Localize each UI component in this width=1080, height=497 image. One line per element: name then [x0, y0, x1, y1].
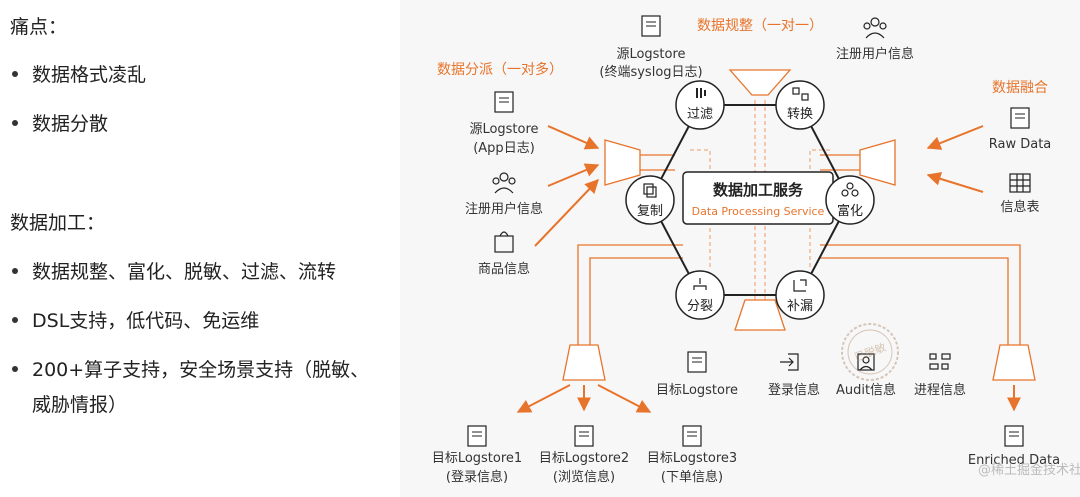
input-label: (App日志): [473, 141, 535, 156]
node-label: 分裂: [687, 299, 713, 314]
output-label: 目标Logstore: [656, 383, 738, 398]
enrich-icon: [841, 182, 859, 197]
login-output: 登录信息: [768, 353, 820, 398]
right-raw-input: Raw Data: [989, 107, 1052, 152]
login-icon: [780, 353, 799, 371]
users-icon: [863, 17, 887, 39]
node-copy: 复制: [625, 175, 675, 225]
target-2-output: 目标Logstore2 (浏览信息): [539, 425, 629, 485]
center-subtitle: Data Processing Service: [692, 205, 825, 218]
bullet-dot: [12, 366, 18, 372]
processing-item: DSL支持，低代码、免运维: [32, 310, 260, 332]
node-label: 富化: [837, 203, 863, 219]
top-users-input: 注册用户信息: [836, 17, 914, 62]
table-icon: [1009, 173, 1031, 193]
users-icon: [492, 172, 516, 194]
copy-icon: [643, 183, 657, 198]
pain-point-item: 数据格式凌乱: [32, 64, 147, 86]
split-icon: [693, 278, 707, 290]
watermark: @稀土掘金技术社区: [978, 462, 1080, 478]
output-label: 登录信息: [768, 382, 820, 398]
output-label: Enriched Data: [968, 453, 1060, 468]
bullet-dot: [12, 268, 18, 274]
arrows: [516, 125, 1021, 413]
input-label: 商品信息: [478, 261, 530, 277]
left-source-input: 源Logstore (App日志): [469, 91, 539, 156]
input-label: (终端syslog日志): [599, 64, 702, 80]
output-label: Audit信息: [836, 382, 896, 398]
header-distribute: 数据分派（一对多）: [437, 61, 563, 78]
node-fill: 补漏: [775, 270, 825, 320]
node-label: 补漏: [787, 298, 813, 314]
output-label: (登录信息): [446, 469, 508, 485]
node-split: 分裂: [675, 270, 725, 320]
left-panel: 痛点： 数据格式凌乱 数据分散 数据加工： 数据规整、富化、脱敏、过滤、流转 D…: [0, 0, 400, 497]
processing-title: 数据加工：: [10, 212, 106, 234]
enriched-output: Enriched Data: [968, 425, 1060, 468]
header-regulate: 数据规整（一对一）: [697, 18, 823, 34]
input-label: 源Logstore: [469, 122, 538, 137]
node-label: 复制: [637, 204, 663, 219]
node-label: 过滤: [687, 107, 713, 122]
node-transform: 转换: [775, 80, 825, 130]
output-label: 进程信息: [914, 382, 966, 398]
output-label: 目标Logstore3: [647, 451, 737, 466]
pain-points-title: 痛点：: [10, 16, 68, 38]
pain-point-item: 数据分散: [32, 113, 109, 135]
target-main-output: 目标Logstore: [656, 351, 738, 398]
left-goods-input: 商品信息: [478, 231, 530, 277]
target-3-output: 目标Logstore3 (下单信息): [647, 425, 737, 485]
bullet-dot: [12, 71, 18, 77]
processing-item: 200+算子支持，安全场景支持（脱敏、: [32, 359, 370, 381]
right-table-input: 信息表: [1000, 173, 1040, 215]
input-label: 注册用户信息: [836, 46, 914, 62]
audit-output: Audit信息: [836, 353, 896, 398]
process-icon: [929, 353, 951, 370]
processing-item: 威胁情报）: [32, 394, 128, 416]
data-processing-diagram: 数据加工服务 Data Processing Service 过滤 转换 复制 …: [432, 15, 1080, 485]
bullet-dot: [12, 317, 18, 323]
processing-item: 数据规整、富化、脱敏、过滤、流转: [32, 261, 337, 283]
left-users-input: 注册用户信息: [465, 172, 543, 217]
node-enrich: 富化: [825, 175, 875, 225]
output-label: (浏览信息): [553, 469, 615, 485]
stamp-text: 已脱敏: [852, 340, 888, 364]
desensitized-stamp: 已脱敏: [841, 323, 899, 381]
diagram-panel: 数据加工服务 Data Processing Service 过滤 转换 复制 …: [400, 0, 1080, 497]
process-output: 进程信息: [914, 353, 966, 398]
output-label: 目标Logstore1: [432, 451, 522, 466]
input-label: 源Logstore: [616, 47, 685, 62]
header-merge: 数据融合: [992, 80, 1048, 96]
fill-icon: [793, 279, 807, 292]
bullet-dot: [12, 120, 18, 126]
input-label: Raw Data: [989, 137, 1052, 152]
top-source-input: 源Logstore (终端syslog日志): [599, 15, 703, 80]
transform-icon: [792, 87, 809, 101]
target-1-output: 目标Logstore1 (登录信息): [432, 425, 522, 485]
node-label: 转换: [787, 107, 813, 122]
audit-icon: [857, 353, 875, 371]
filter-icon: [696, 88, 706, 98]
shopping-bag-icon: [494, 231, 514, 253]
input-label: 注册用户信息: [465, 201, 543, 217]
output-label: 目标Logstore2: [539, 451, 629, 466]
node-filter: 过滤: [675, 80, 725, 130]
input-label: 信息表: [1000, 199, 1039, 215]
center-title: 数据加工服务: [713, 181, 804, 199]
pipes: [562, 69, 1036, 381]
output-label: (下单信息): [661, 469, 723, 485]
